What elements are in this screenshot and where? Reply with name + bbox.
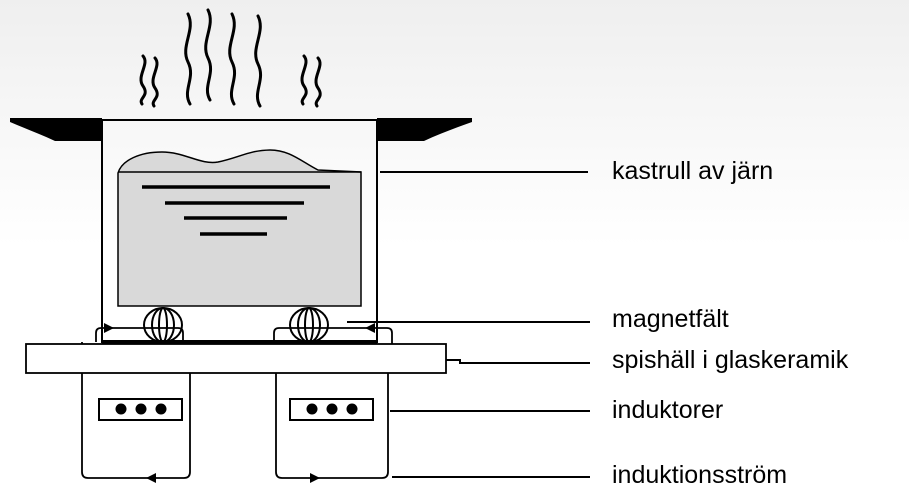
steam-lines bbox=[139, 8, 322, 108]
label-inductors: induktorer bbox=[612, 396, 724, 424]
current-arrows bbox=[104, 323, 375, 483]
leader-cooktop bbox=[446, 359, 590, 364]
iron-pot bbox=[10, 118, 472, 344]
inductor-coils bbox=[81, 327, 393, 479]
pot-left-handle bbox=[10, 118, 102, 141]
label-induction-current: induktionsström bbox=[612, 461, 788, 489]
label-cooktop: spishäll i glaskeramik bbox=[612, 346, 849, 374]
pot-right-handle bbox=[377, 118, 472, 141]
pot-contents bbox=[117, 149, 362, 307]
magnetic-field-loops bbox=[143, 307, 329, 343]
leader-lines bbox=[347, 171, 590, 478]
glass-ceramic-cooktop bbox=[25, 343, 447, 374]
label-pot: kastrull av järn bbox=[612, 157, 774, 185]
inductor-cores bbox=[98, 398, 374, 421]
label-magnetic-field: magnetfält bbox=[612, 305, 729, 333]
